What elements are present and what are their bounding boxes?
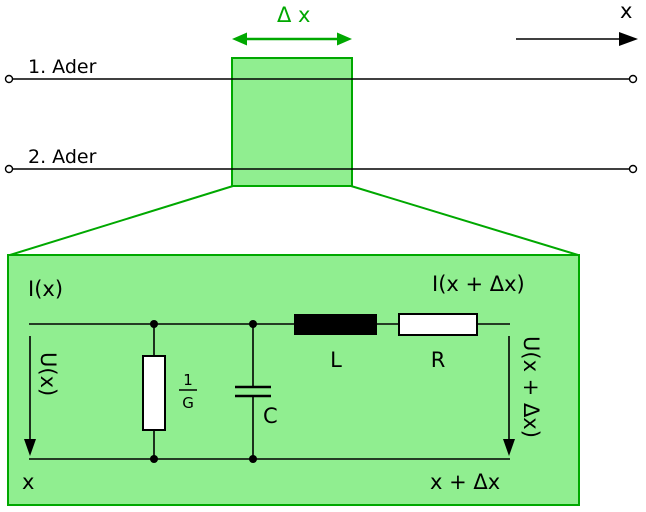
wire-1-label: 1. Ader — [28, 56, 97, 78]
capacitor-label: C — [263, 404, 278, 428]
delta-x-label: Δ x — [277, 3, 310, 27]
inductor-symbol — [294, 314, 377, 335]
delta-x-arrow — [232, 32, 352, 46]
wire-2-left-terminal — [4, 164, 14, 174]
x-left-label: x — [22, 470, 34, 494]
zoom-line-left — [9, 185, 234, 256]
x-axis-arrow — [516, 32, 638, 46]
wire-1-right-terminal — [628, 74, 638, 84]
inductor-label: L — [330, 348, 342, 372]
zoom-line-right — [350, 185, 579, 256]
capacitor-symbol — [235, 385, 271, 398]
conductance-fraction: 1 G — [179, 371, 197, 412]
wire-2-right-terminal — [628, 164, 638, 174]
resistor-symbol — [398, 313, 478, 336]
x-axis-label: x — [620, 0, 632, 23]
conductance-denominator: G — [182, 394, 194, 412]
voltage-in-arrow — [24, 336, 36, 456]
x-right-label: x + Δx — [430, 470, 500, 494]
node-dot-top-right — [249, 320, 257, 328]
voltage-in-label: U(x) — [36, 352, 60, 396]
equivalent-circuit-panel — [7, 254, 580, 506]
node-dot-bottom-left — [150, 455, 158, 463]
current-in-label: I(x) — [28, 277, 63, 301]
conductance-numerator: 1 — [183, 371, 193, 389]
delta-x-segment-highlight — [231, 57, 353, 187]
wire-1-left-terminal — [4, 74, 14, 84]
voltage-out-arrow — [503, 336, 515, 456]
wire-2-label: 2. Ader — [28, 146, 97, 168]
voltage-out-label: U(x + Δx) — [519, 336, 543, 438]
conductance-symbol — [142, 355, 166, 431]
node-dot-top-left — [150, 320, 158, 328]
current-out-label: I(x + Δx) — [432, 272, 525, 296]
resistor-label: R — [431, 348, 446, 372]
node-dot-bottom-right — [249, 455, 257, 463]
